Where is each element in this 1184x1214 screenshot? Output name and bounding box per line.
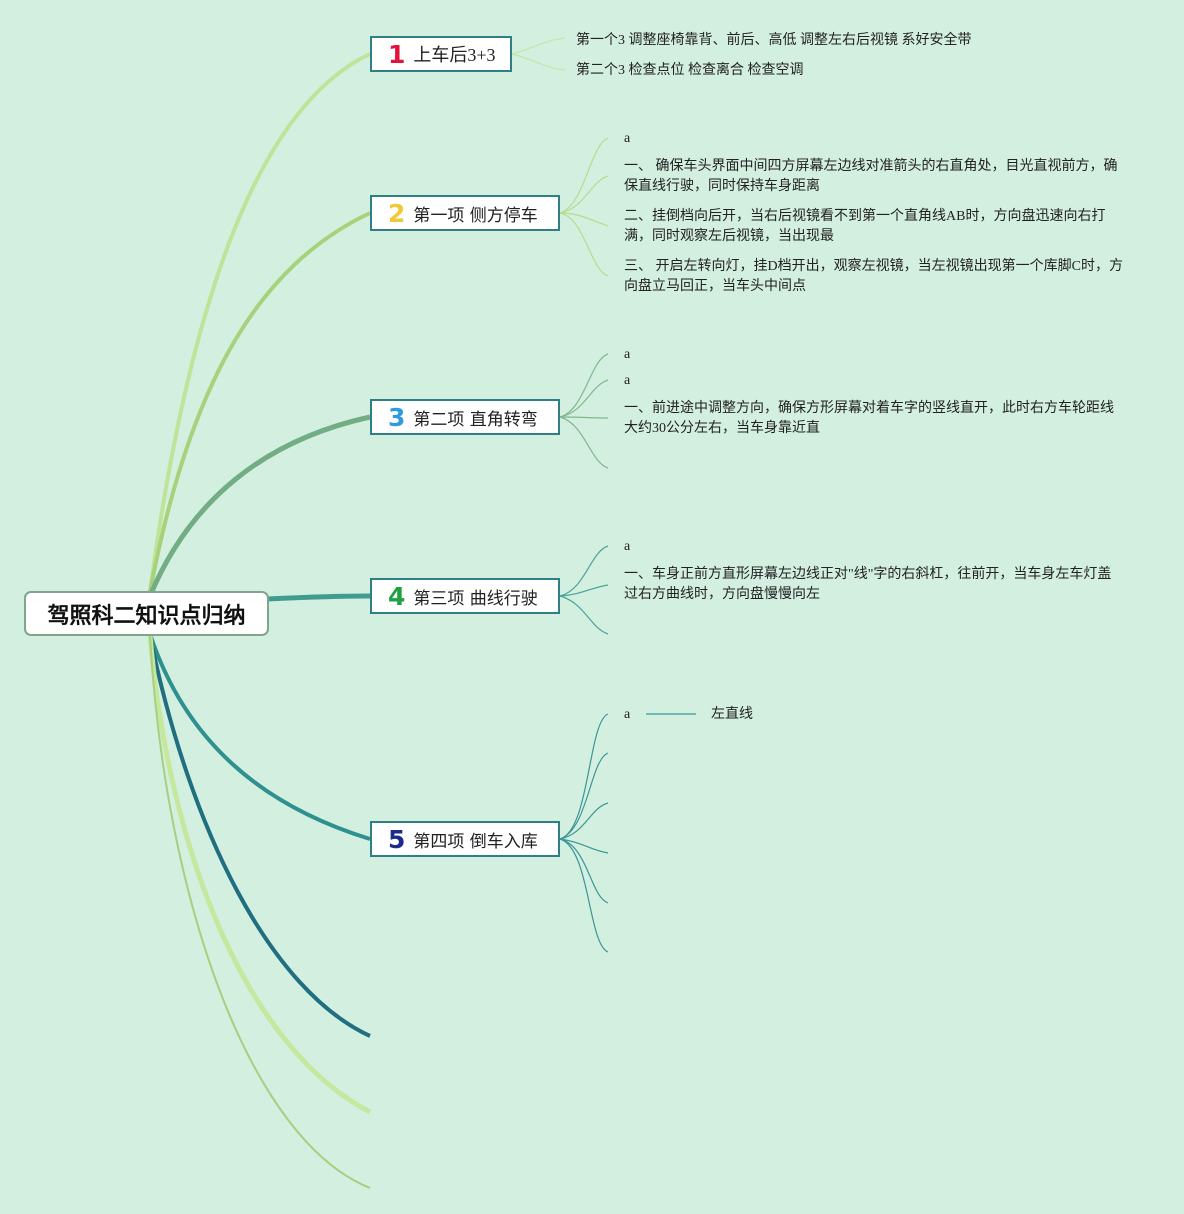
topic-3[interactable]: 3 第二项 直角转弯: [370, 399, 560, 435]
topic-3-label: 第二项 直角转弯: [413, 409, 538, 430]
topic-2-leaf-4[interactable]: 三、 开启左转向灯，挂D档开出，观察左视镜，当左视镜出现第一个库脚C时，方向盘立…: [624, 259, 1123, 294]
topic-5-leaf-1[interactable]: a: [624, 707, 631, 722]
branch-topic-2: [148, 211, 371, 593]
topic-2-number: 2: [388, 198, 406, 228]
topic-2-leaf-3[interactable]: 二、挂倒档向后开，当右后视镜看不到第一个直角线AB时，方向盘迅速向右打满，同时观…: [624, 209, 1106, 244]
topic-2-label: 第一项 侧方停车: [413, 205, 538, 226]
topic-4-number: 4: [388, 581, 406, 611]
branch-topic-5: [148, 633, 371, 841]
branch-topic-3: [147, 414, 371, 597]
topic-2-leaf-1[interactable]: a: [624, 131, 631, 146]
topic-5-label: 第四项 倒车入库: [413, 831, 538, 852]
topic-1-leaf-1[interactable]: 第一个3 调整座椅靠背、前后、高低 调整左右后视镜 系好安全带: [576, 33, 972, 48]
root-label: 驾照科二知识点归纳: [47, 603, 246, 629]
topic-2[interactable]: 2 第一项 侧方停车: [370, 195, 560, 231]
topic-1-leaf-2[interactable]: 第二个3 检查点位 检查离合 检查空调: [576, 63, 804, 78]
topic-4[interactable]: 4 第三项 曲线行驶: [370, 578, 560, 614]
topic-3-leaf-3[interactable]: 一、前进途中调整方向，确保方形屏幕对着车字的竖线直开，此时右方车轮距线大约30公…: [624, 401, 1114, 436]
topic-5[interactable]: 5 第四项 倒车入库: [370, 821, 560, 857]
topic-5-number: 5: [388, 824, 406, 854]
topic-1-label: 上车后3+3: [413, 45, 496, 65]
topic-1[interactable]: 1 上车后3+3: [370, 36, 512, 72]
topic-5-leaf-1-child[interactable]: 左直线: [711, 707, 753, 722]
branch-empty-1: [148, 635, 371, 1038]
topic-3-leaf-2[interactable]: a: [624, 373, 631, 388]
topic-4-leaf-2[interactable]: 一、车身正前方直形屏幕左边线正对"线"字的右斜杠，往前开，当车身左车灯盖过右方曲…: [624, 567, 1112, 602]
topic-4-leaf-1[interactable]: a: [624, 539, 631, 554]
root-topic[interactable]: 驾照科二知识点归纳: [24, 591, 269, 636]
topic-3-leaf-1[interactable]: a: [624, 347, 631, 362]
topic-2-leaf-2[interactable]: 一、 确保车头界面中间四方屏幕左边线对准箭头的右直角处，目光直视前方，确保直线行…: [624, 159, 1118, 194]
topic-1-number: 1: [388, 39, 406, 69]
topic-4-label: 第三项 曲线行驶: [413, 588, 538, 609]
branch-topic-1: [148, 52, 371, 593]
branch-topic-4: [267, 593, 371, 602]
branch-empty-2: [147, 635, 372, 1115]
topic-3-number: 3: [388, 402, 406, 432]
branch-empty-3: [149, 635, 371, 1189]
